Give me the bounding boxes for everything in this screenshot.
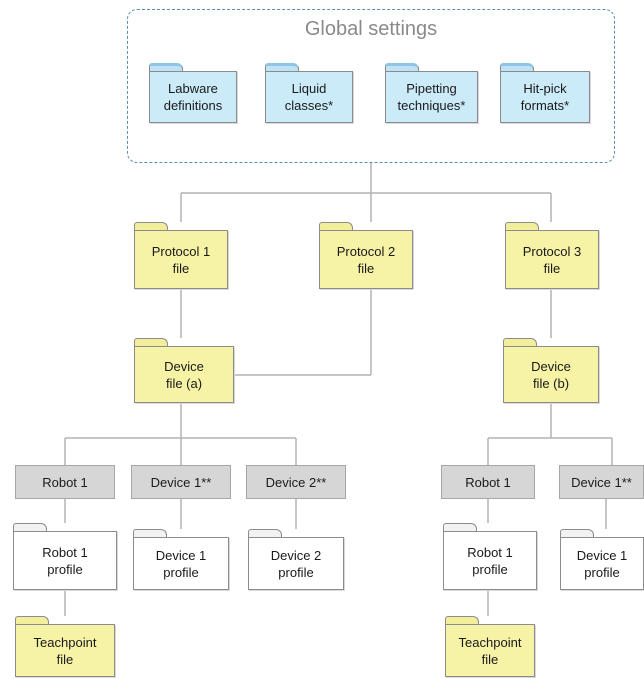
device-1-node-a[interactable]: Device 1** (131, 465, 231, 499)
device-1-node-b[interactable]: Device 1** (559, 465, 644, 499)
robot-1-node-b[interactable]: Robot 1 (441, 465, 535, 499)
global-settings-title: Global settings (304, 18, 438, 40)
folder-tab-icon (133, 529, 167, 539)
folder-tab-icon (15, 616, 49, 626)
folder-tab-icon (134, 222, 168, 232)
global-settings-group (127, 9, 615, 163)
folder-tab-icon (500, 63, 534, 73)
device-2-node-a[interactable]: Device 2** (246, 465, 346, 499)
folder-tab-icon (503, 338, 537, 348)
folder-tab-icon (385, 63, 419, 73)
folder-tab-icon (505, 222, 539, 232)
folder-tab-icon (13, 523, 47, 533)
folder-tab-icon (319, 222, 353, 232)
folder-tab-icon (560, 529, 594, 539)
folder-tab-icon (248, 529, 282, 539)
robot-1-node-a[interactable]: Robot 1 (15, 465, 115, 499)
folder-tab-icon (443, 523, 477, 533)
folder-tab-icon (445, 616, 479, 626)
folder-tab-icon (149, 63, 183, 73)
folder-tab-icon (265, 63, 299, 73)
folder-tab-icon (134, 338, 168, 348)
